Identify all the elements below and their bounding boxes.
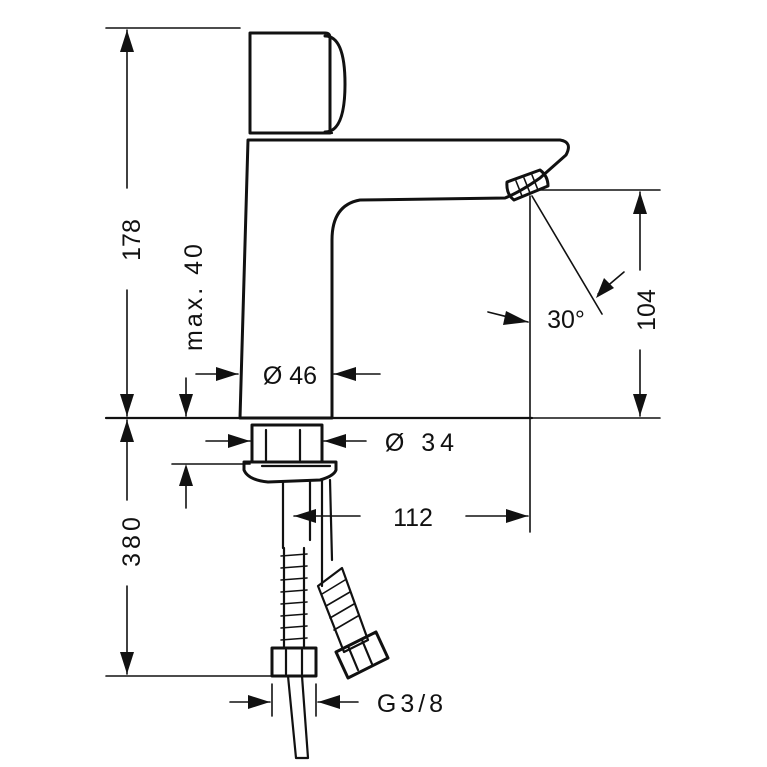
label-diameter-46: Ø 46 [263, 362, 317, 390]
dim-body-diameter: Ø 46 [195, 362, 381, 390]
label-112: 112 [393, 504, 433, 532]
label-104: 104 [633, 289, 661, 331]
label-30-degrees: 30° [547, 306, 585, 334]
dim-total-height: 178 [105, 27, 241, 417]
dim-spout-reach: 112 [293, 195, 531, 533]
faucet-body [238, 31, 570, 420]
label-178: 178 [118, 219, 146, 261]
label-diameter-34: Ø 34 [385, 429, 459, 457]
dim-base-diameter: Ø 34 [205, 429, 459, 457]
supply-hoses [270, 478, 390, 760]
dim-max-thickness: max. 40 [171, 241, 251, 509]
dim-spout-height: 104 [531, 189, 661, 419]
label-g3-8: G3/8 [377, 690, 447, 718]
dim-thread: G3/8 [229, 683, 447, 718]
label-max-40: max. 40 [180, 241, 208, 351]
dim-below-counter: 380 [105, 419, 273, 677]
label-380: 380 [118, 513, 146, 567]
mounting-base [242, 423, 338, 484]
dim-angle: 30° [487, 195, 625, 334]
